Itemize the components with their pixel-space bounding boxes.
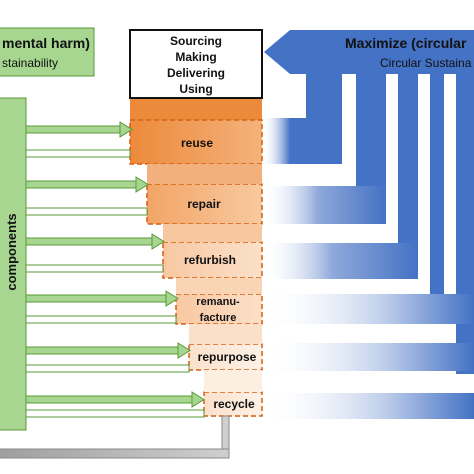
stage-refurbish-label: refurbish xyxy=(184,253,236,267)
green-arrow-reuse xyxy=(25,121,133,138)
components-bar-box xyxy=(0,97,27,431)
central-box-line-making: Making xyxy=(175,50,216,64)
blue-flow-repair xyxy=(262,186,386,224)
stage-remanufacture-label-2: facture xyxy=(200,312,237,324)
central-box-frame xyxy=(129,29,263,99)
green-arrow-repurpose xyxy=(25,342,191,359)
blue-flow-reuse xyxy=(262,118,342,164)
green-arrow-recycle xyxy=(25,391,205,408)
blue-flow-repurpose xyxy=(262,343,474,371)
return-line-refurbish xyxy=(25,264,164,273)
blue-flow-refurbish xyxy=(262,243,418,279)
stage-repair-label: repair xyxy=(187,197,221,211)
return-line-recycle xyxy=(25,409,205,418)
central-box-line-using: Using xyxy=(179,82,212,96)
blue-flow-remanufacture xyxy=(262,294,474,324)
green-arrow-refurbish xyxy=(25,233,165,250)
green-arrow-remanufacture xyxy=(25,290,179,307)
stage-repurpose-label: repurpose xyxy=(198,350,257,364)
bottom-loop xyxy=(0,415,230,459)
central-box: Sourcing Making Delivering Using xyxy=(129,29,263,99)
return-line-repurpose xyxy=(25,364,190,373)
stage-reuse-label: reuse xyxy=(181,136,213,150)
left-banner-title: mental harm) xyxy=(2,35,90,51)
left-banner-subtitle: stainability xyxy=(2,56,58,70)
green-arrow-repair xyxy=(25,176,149,193)
right-banner: Maximize (circular Circular Sustaina xyxy=(264,30,474,74)
return-line-repair xyxy=(25,207,148,216)
left-banner: mental harm) stainability xyxy=(0,27,95,77)
components-bar: components xyxy=(0,97,27,431)
central-box-line-delivering: Delivering xyxy=(167,66,225,80)
stage-remanufacture-label-1: remanu- xyxy=(196,296,240,308)
return-line-remanufacture xyxy=(25,315,177,324)
central-column: reuse repair refurbish remanu- facture r… xyxy=(129,98,263,417)
right-banner-subtitle: Circular Sustaina xyxy=(380,56,472,70)
stage-reuse-box xyxy=(129,119,263,165)
return-lines xyxy=(25,149,205,418)
right-banner-title: Maximize (circular xyxy=(345,35,467,51)
central-box-line-sourcing: Sourcing xyxy=(170,34,222,48)
right-banner-arrow xyxy=(264,30,474,74)
return-line-reuse xyxy=(25,149,131,158)
blue-return-flows xyxy=(262,74,474,419)
stage-repurpose-box xyxy=(188,343,263,371)
components-label: components xyxy=(4,213,19,290)
bottom-loop-bar xyxy=(0,448,230,459)
left-banner-box xyxy=(0,27,95,77)
green-arrows xyxy=(25,121,205,408)
blue-flow-recycle xyxy=(262,393,474,419)
central-column-top xyxy=(130,98,262,120)
stage-recycle-label: recycle xyxy=(213,397,255,411)
